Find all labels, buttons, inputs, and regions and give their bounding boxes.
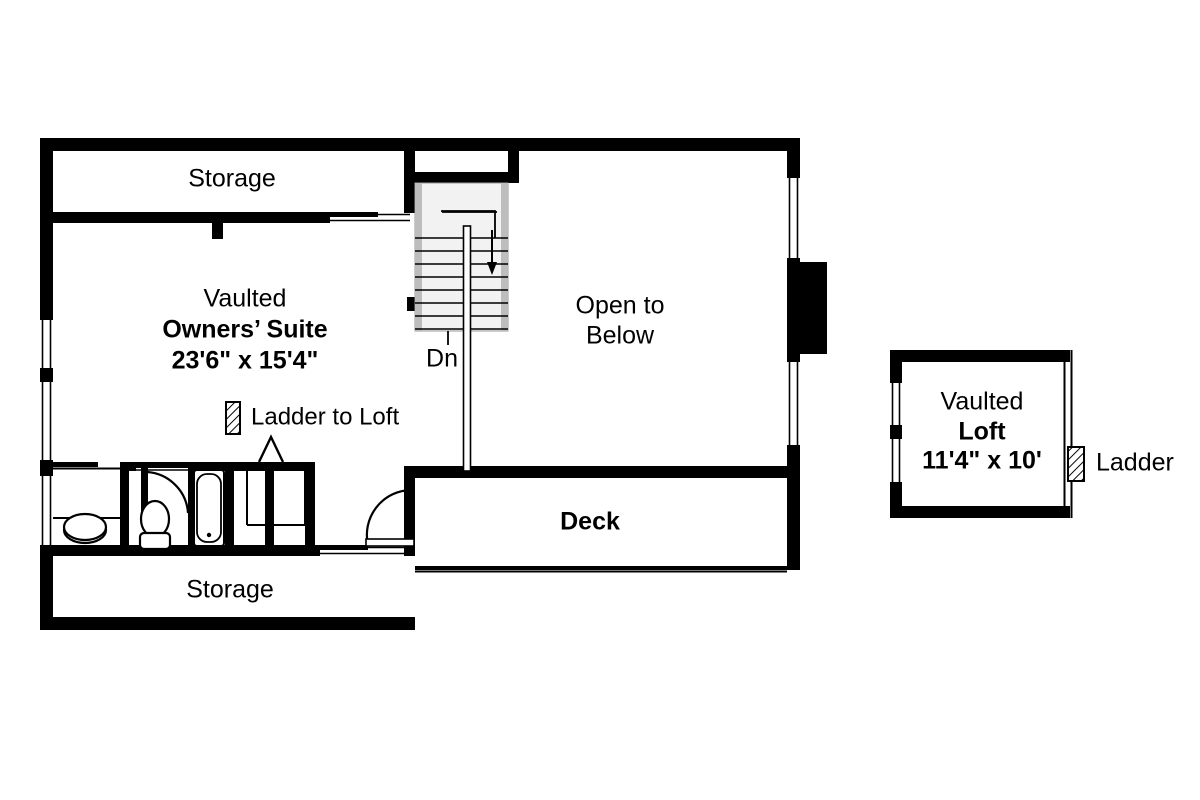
sink-icon	[62, 512, 108, 545]
window-loft-1	[890, 383, 902, 425]
label-owners-suite-vaulted: Vaulted	[204, 285, 287, 313]
label-deck: Deck	[560, 508, 620, 536]
label-open-to-below-line1: Open to	[576, 292, 665, 320]
bathtub-icon	[193, 469, 225, 547]
label-stair-down: Dn	[426, 345, 458, 373]
deck-door[interactable]	[365, 488, 415, 547]
ladder-to-loft-icon	[225, 401, 241, 435]
window-loft-2	[890, 439, 902, 482]
bath-fixtures	[62, 469, 225, 551]
main-stair	[414, 182, 509, 472]
storage-top-door	[330, 212, 410, 223]
window-right-2	[787, 362, 800, 445]
plan-labels: Storage Vaulted Owners’ Suite 23'6" x 15…	[162, 165, 1174, 604]
label-storage-bottom: Storage	[186, 576, 274, 604]
label-open-to-below-line2: Below	[586, 322, 655, 350]
window-left-3	[40, 476, 53, 545]
interior-partitions	[40, 140, 787, 573]
label-ladder-to-loft: Ladder to Loft	[251, 403, 399, 430]
main-building-walls	[40, 138, 827, 630]
toilet-icon	[138, 499, 172, 551]
loft-ladder-icon	[1067, 446, 1085, 482]
label-loft-dimensions: 11'4" x 10'	[922, 447, 1042, 475]
label-loft-name: Loft	[958, 418, 1006, 446]
label-owners-suite-dimensions: 23'6" x 15'4"	[172, 347, 319, 375]
window-left-1	[40, 320, 53, 368]
loft-building-walls	[890, 350, 1073, 518]
label-owners-suite-name: Owners’ Suite	[162, 316, 327, 344]
window-right-1	[787, 178, 800, 258]
storage-bottom-door	[320, 545, 415, 556]
label-loft-vaulted: Vaulted	[941, 388, 1024, 416]
label-loft-ladder: Ladder	[1096, 449, 1174, 477]
label-storage-top: Storage	[188, 165, 276, 193]
window-left-2	[40, 382, 53, 460]
